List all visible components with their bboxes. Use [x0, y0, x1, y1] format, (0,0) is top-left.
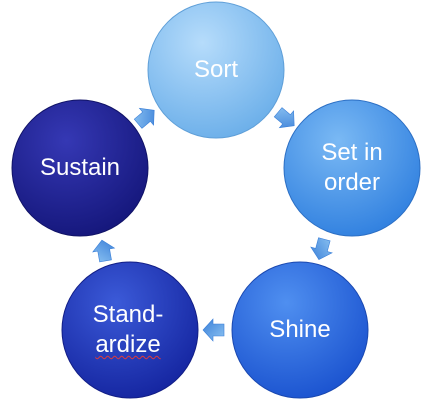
cycle-node-standardize: [61, 261, 199, 399]
cycle-node-set-in-order: [283, 99, 421, 237]
node-label-sort: Sort: [193, 56, 239, 83]
arrow-standardize-to-sustain: [92, 239, 116, 263]
node-label-set-in-order: Set in order: [321, 139, 383, 196]
node-label-standardize: Stand- ardize: [92, 301, 164, 358]
cycle-node-sustain: [11, 99, 149, 237]
cycle-node-sort: [147, 1, 285, 139]
node-label-shine: Shine: [269, 316, 331, 343]
node-label-sustain: Sustain: [39, 154, 121, 181]
arrow-sort-to-set-in-order: [273, 107, 295, 129]
cycle-node-shine: [231, 261, 369, 399]
arrow-sustain-to-sort: [133, 107, 155, 129]
spellcheck-underlined-text: ardize: [95, 331, 161, 358]
arrow-shine-to-standardize: [202, 318, 225, 342]
arrow-set-in-order-to-shine: [310, 237, 333, 260]
